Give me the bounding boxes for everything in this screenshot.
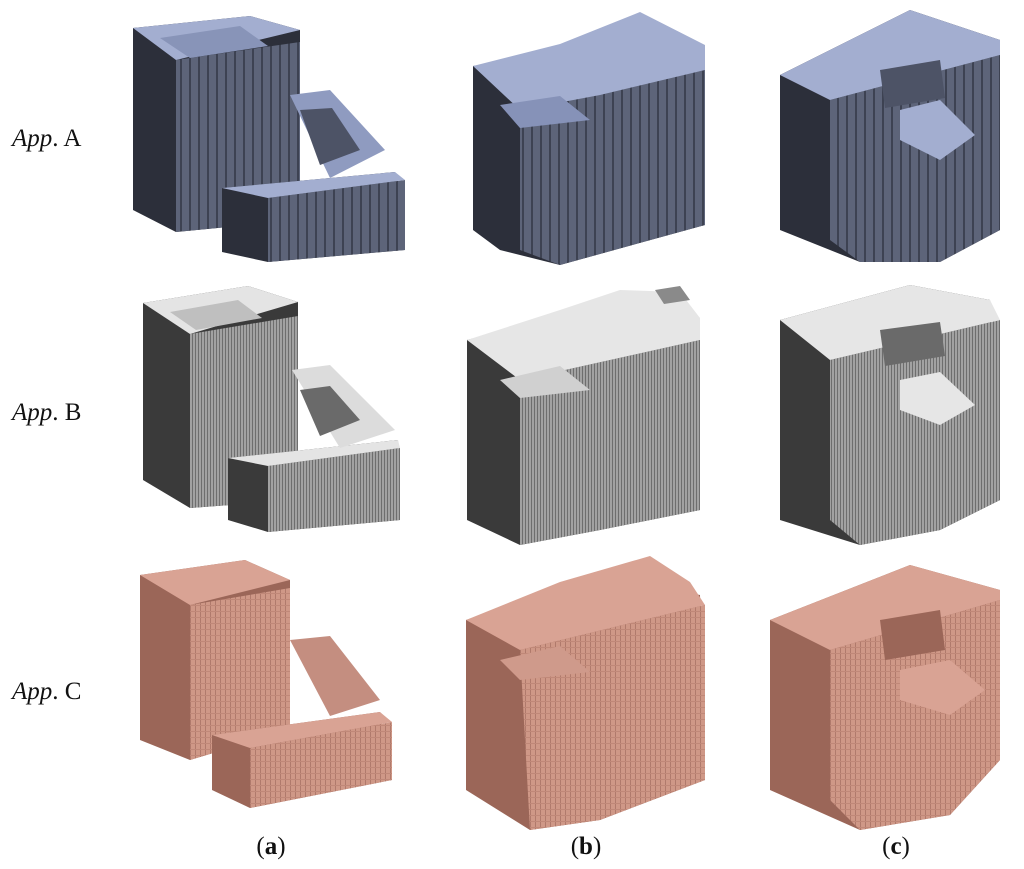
column-label-b: (b) [570, 833, 602, 860]
model-app-b-col-c [780, 285, 1000, 545]
model-app-a-col-b [473, 12, 705, 265]
column-label-c: (c) [882, 833, 910, 860]
row-label-app-a: App. A [12, 125, 82, 152]
column-label-a: (a) [256, 833, 286, 860]
building-model-grid [133, 10, 1000, 830]
model-app-b-col-a [143, 286, 400, 532]
model-app-b-col-b [467, 286, 700, 545]
model-app-c-col-a [140, 560, 392, 808]
row-label-app-b: App. B [12, 399, 82, 426]
model-app-a-col-a [133, 16, 405, 262]
row-label-app-c: App. C [12, 678, 82, 705]
model-app-c-col-b [466, 556, 705, 830]
model-app-a-col-c [780, 10, 1000, 262]
model-app-c-col-c [770, 565, 1000, 830]
